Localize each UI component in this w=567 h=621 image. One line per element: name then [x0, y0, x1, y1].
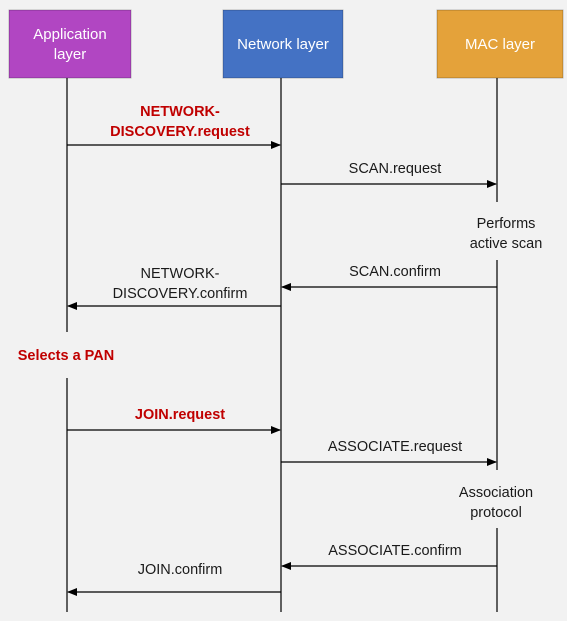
- participant-box-mac: [436, 9, 564, 79]
- participant-label-application: Application: [33, 26, 106, 43]
- participant-box-application: [8, 9, 132, 79]
- participant-network: Network layer: [222, 9, 344, 79]
- note-association-protocol: Association: [459, 485, 533, 501]
- message-label-scan-confirm: SCAN.confirm: [349, 264, 441, 280]
- participant-label-network: Network layer: [237, 36, 329, 53]
- participant-box-network: [222, 9, 344, 79]
- message-label-network-discovery-confirm: DISCOVERY.confirm: [113, 286, 248, 302]
- message-label-network-discovery-request: DISCOVERY.request: [110, 124, 250, 140]
- participant-application: Application layer: [8, 9, 132, 79]
- message-label-join-confirm: JOIN.confirm: [138, 562, 223, 578]
- message-label-scan-request: SCAN.request: [349, 161, 442, 177]
- participant-label-application: layer: [54, 46, 87, 63]
- message-label-join-request: JOIN.request: [135, 407, 225, 423]
- message-label-associate-request: ASSOCIATE.request: [328, 439, 462, 455]
- note-performs-active-scan: active scan: [470, 236, 543, 252]
- participant-label-mac: MAC layer: [465, 36, 535, 53]
- note-performs-active-scan: Performs: [477, 216, 536, 232]
- message-label-network-discovery-confirm: NETWORK-: [141, 266, 220, 282]
- participant-mac: MAC layer: [436, 9, 564, 79]
- message-label-associate-confirm: ASSOCIATE.confirm: [328, 543, 461, 559]
- message-label-network-discovery-request: NETWORK-: [140, 104, 220, 120]
- note-association-protocol: protocol: [470, 505, 522, 521]
- note-selects-a-pan: Selects a PAN: [18, 348, 114, 364]
